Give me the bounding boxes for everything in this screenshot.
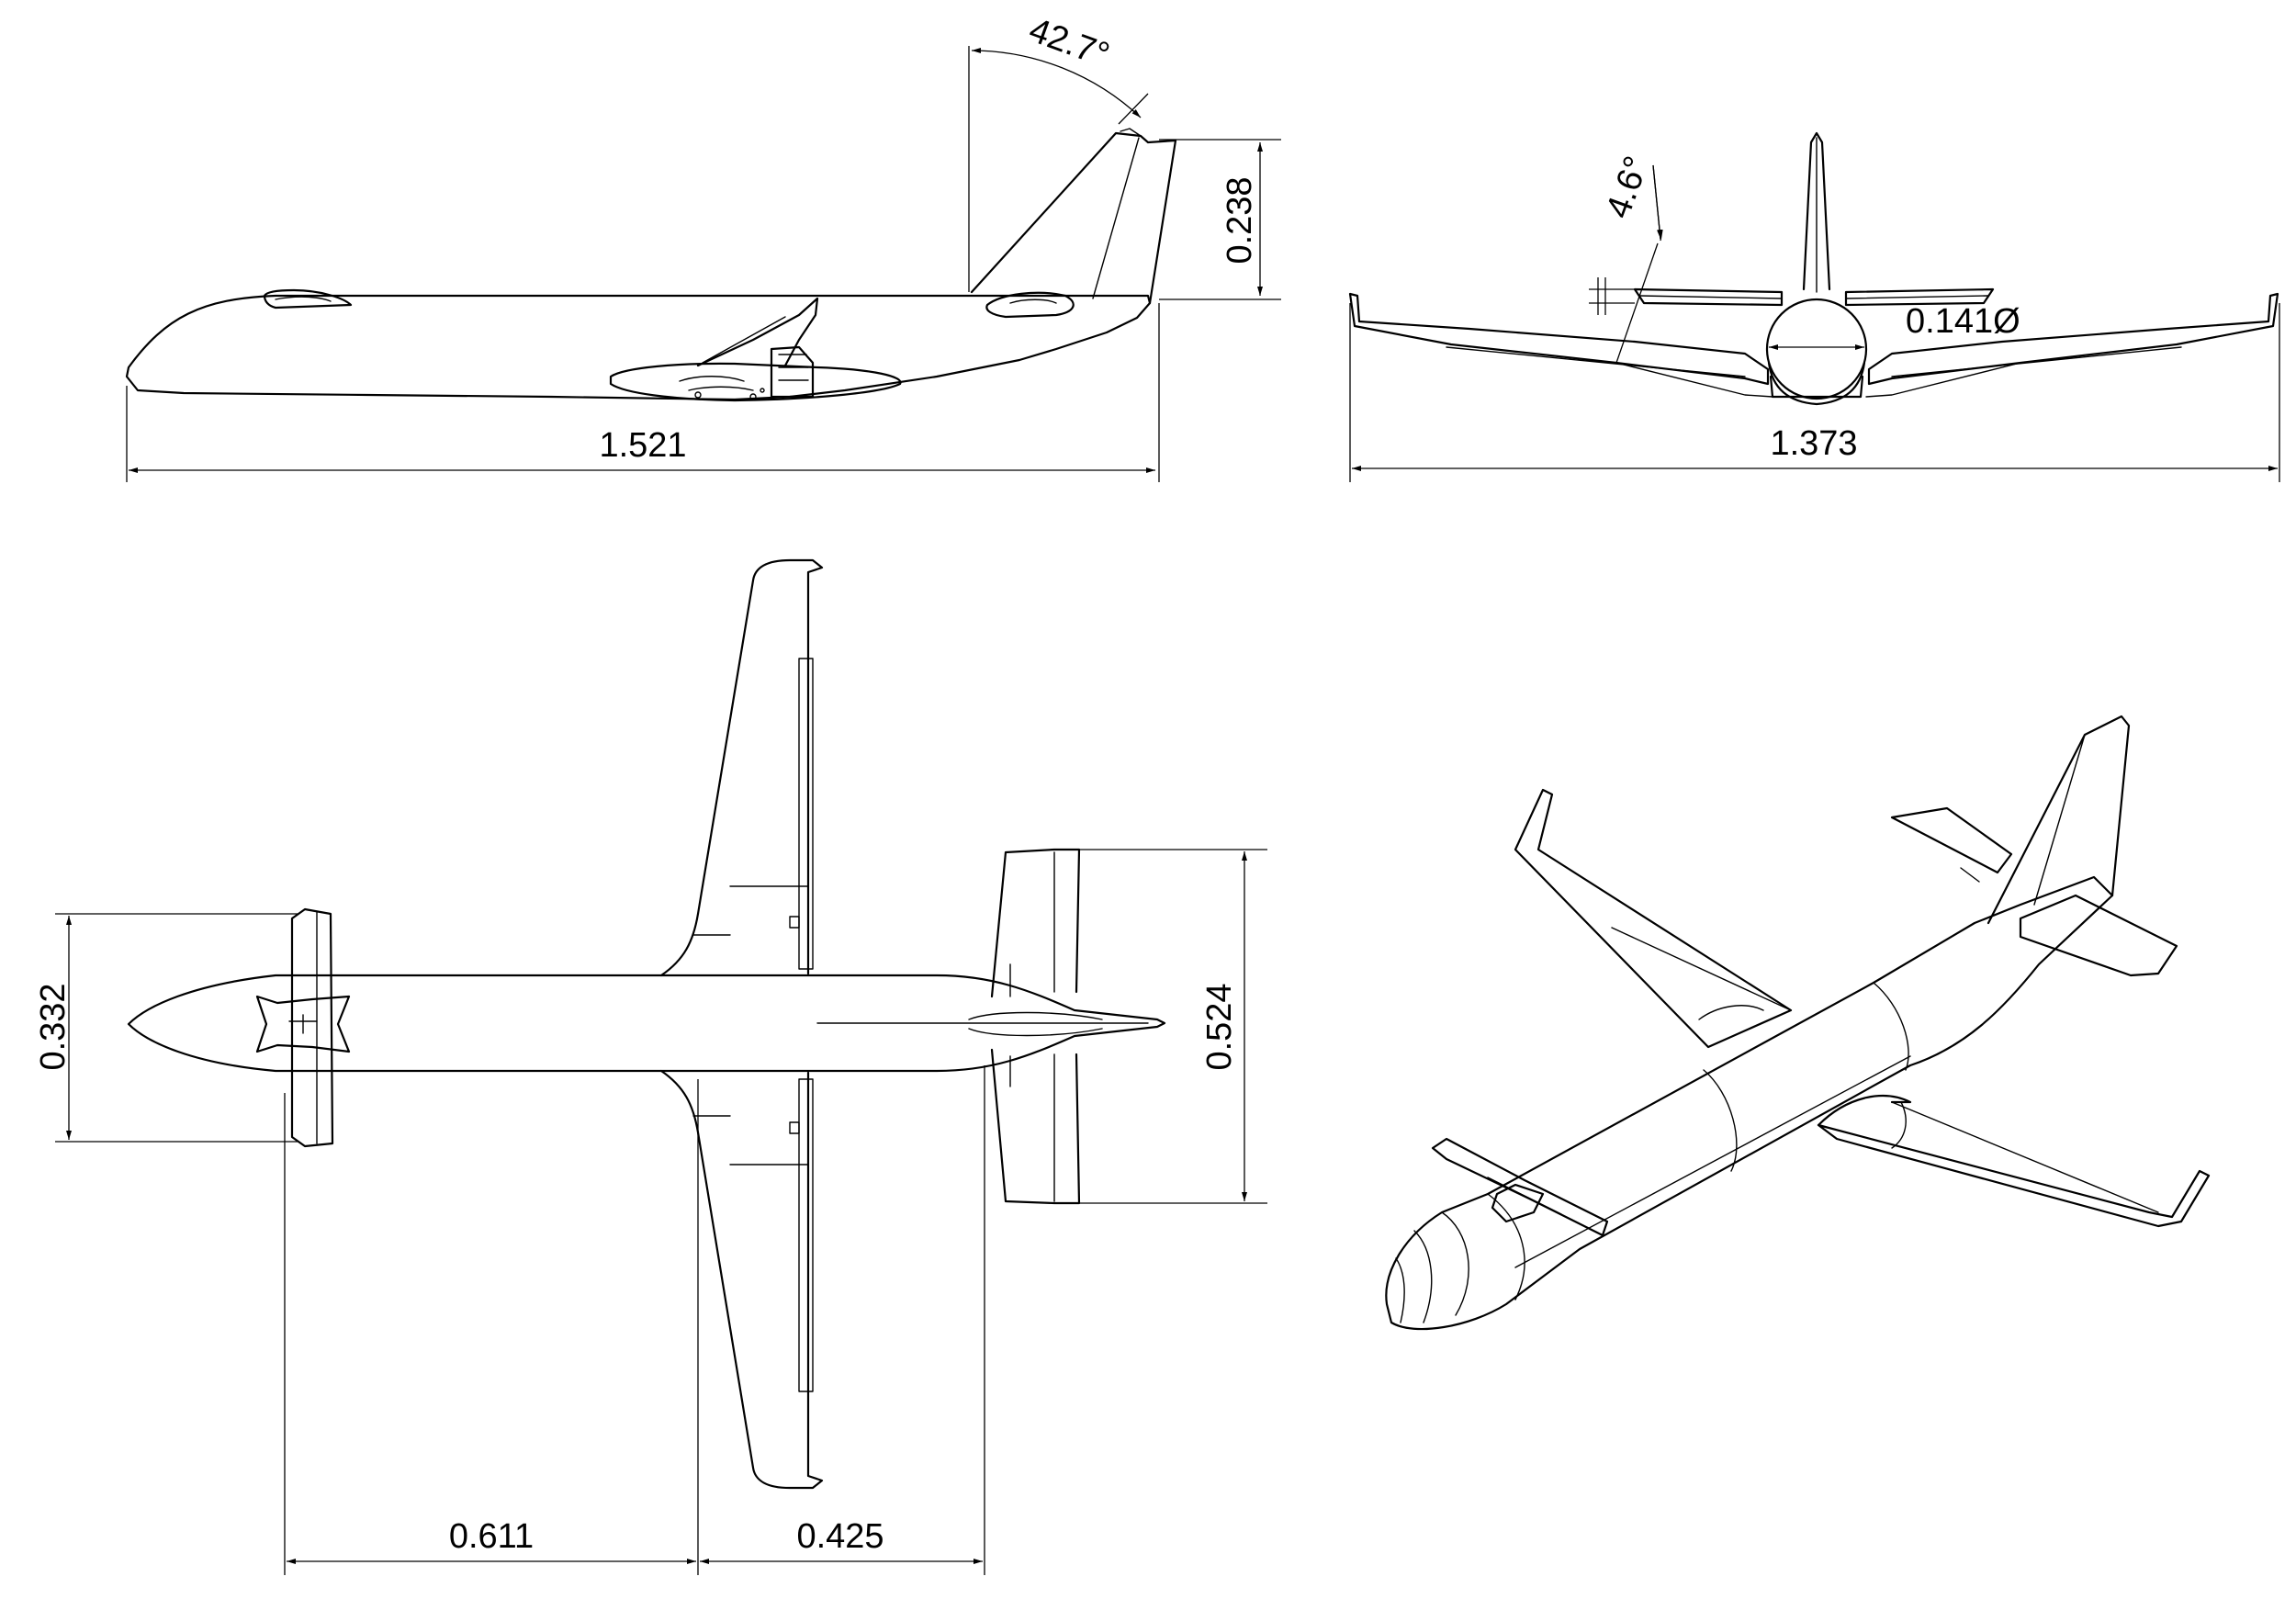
wing-to-tail-label: 0.425 [796,1517,884,1556]
canard-span-label: 0.332 [34,983,73,1070]
side-view: 1.521 0.238 42.7° [125,11,1281,482]
front-span-label: 1.373 [1770,424,1857,463]
front-view: 0.141Ø 4.6° 1.373 [1348,131,2280,482]
fuselage-diameter-label: 0.141Ø [1906,302,2020,341]
side-length-label: 1.521 [599,426,686,465]
dihedral-label: 4.6° [1599,152,1657,223]
isometric-view [1385,715,2211,1331]
canard-to-wing-label: 0.611 [449,1517,534,1556]
top-view: 0.332 0.524 0.611 0.425 [34,558,1267,1575]
tail-span-label: 0.524 [1200,983,1239,1070]
side-height-label: 0.238 [1221,176,1259,264]
tail-angle-label: 42.7° [1024,11,1114,75]
